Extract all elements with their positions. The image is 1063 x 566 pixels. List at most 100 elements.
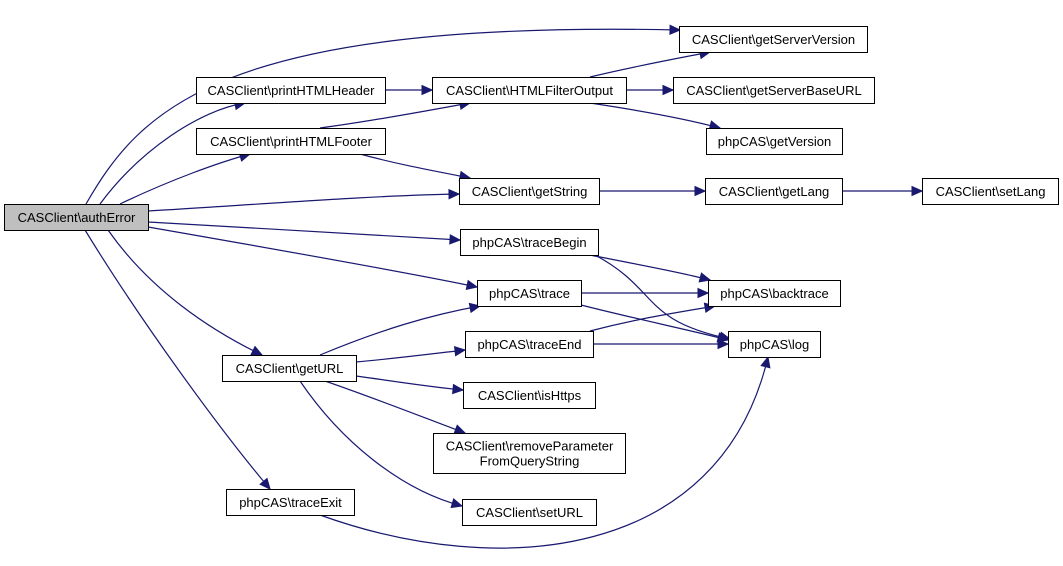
node-box[interactable]: [222, 355, 357, 382]
node-setURL[interactable]: CASClient\setURL: [462, 499, 597, 526]
node-label: CASClient\authError: [18, 210, 136, 225]
node-printHTMLHeader[interactable]: CASClient\printHTMLHeader: [196, 77, 386, 104]
node-label: phpCAS\log: [740, 337, 809, 352]
node-label: CASClient\HTMLFilterOutput: [446, 83, 613, 98]
node-printHTMLFooter[interactable]: CASClient\printHTMLFooter: [196, 128, 386, 155]
edge-getURL-to-isHttps: [355, 375, 465, 395]
node-box[interactable]: [705, 178, 843, 205]
edge-line: [85, 28, 681, 205]
node-box[interactable]: [708, 280, 841, 307]
edge-printHTMLFooter-to-getString: [359, 153, 472, 182]
node-authError[interactable]: CASClient\authError: [4, 204, 149, 231]
arrowhead-icon: [453, 424, 467, 435]
arrowhead-icon: [697, 287, 710, 299]
edge-authError-to-getString: [147, 188, 461, 212]
node-box[interactable]: [196, 128, 386, 155]
edge-line: [589, 254, 711, 281]
node-box[interactable]: [462, 499, 597, 526]
edge-line: [594, 254, 731, 340]
edge-traceEnd-to-log: [593, 338, 730, 350]
node-box[interactable]: [433, 433, 626, 474]
arrowhead-icon: [250, 345, 264, 356]
edge-getURL-to-setURL: [299, 380, 464, 509]
node-trace[interactable]: phpCAS\trace: [477, 280, 582, 307]
node-traceBegin[interactable]: phpCAS\traceBegin: [460, 229, 599, 256]
edge-HTMLFilterOutput-to-getVersion: [589, 102, 722, 131]
node-label: phpCAS\traceEnd: [477, 337, 581, 352]
nodes-layer: CASClient\authError CASClient\printHTMLHe…: [4, 26, 1059, 526]
edge-HTMLFilterOutput-to-getServerVersion: [589, 48, 712, 78]
node-label: CASClient\setLang: [936, 184, 1046, 199]
node-box[interactable]: [463, 382, 596, 409]
node-box[interactable]: [465, 331, 594, 358]
node-box[interactable]: [459, 178, 600, 205]
node-getLang[interactable]: CASClient\getLang: [705, 178, 843, 205]
node-label: CASClient\setURL: [476, 505, 583, 520]
node-box[interactable]: [673, 77, 875, 104]
arrowhead-icon: [760, 355, 771, 369]
node-traceEnd[interactable]: phpCAS\traceEnd: [465, 331, 594, 358]
node-log[interactable]: phpCAS\log: [728, 331, 821, 358]
arrowhead-icon: [669, 24, 682, 36]
edge-line: [107, 229, 263, 356]
arrowhead-icon: [448, 188, 461, 200]
edge-printHTMLFooter-to-HTMLFilterOutput: [319, 99, 472, 129]
node-box[interactable]: [728, 331, 821, 358]
node-isHttps[interactable]: CASClient\isHttps: [463, 382, 596, 409]
node-box[interactable]: [4, 204, 149, 231]
edge-line: [324, 380, 466, 434]
node-getVersion[interactable]: phpCAS\getVersion: [706, 128, 843, 155]
edge-line: [84, 229, 271, 490]
node-HTMLFilterOutput[interactable]: CASClient\HTMLFilterOutput: [432, 77, 627, 104]
node-box[interactable]: [226, 489, 355, 516]
arrowhead-icon: [450, 498, 464, 509]
edge-line: [359, 153, 471, 179]
node-label: CASClient\getServerBaseURL: [686, 83, 862, 98]
node-box[interactable]: [460, 229, 599, 256]
node-label: phpCAS\trace: [489, 286, 570, 301]
node-label: CASClient\isHttps: [478, 388, 582, 403]
node-label: CASClient\removeParameter: [446, 439, 614, 454]
node-label: CASClient\getLang: [719, 184, 830, 199]
edge-getURL-to-traceEnd: [355, 345, 467, 363]
node-label: CASClient\getServerVersion: [692, 32, 855, 47]
arrowhead-icon: [259, 477, 271, 490]
node-label: CASClient\printHTMLFooter: [210, 134, 372, 149]
edge-line: [299, 380, 463, 507]
edge-trace-to-backtrace: [581, 287, 710, 299]
arrowhead-icon: [452, 383, 465, 395]
node-box[interactable]: [706, 128, 843, 155]
node-getString[interactable]: CASClient\getString: [459, 178, 600, 205]
node-box[interactable]: [196, 77, 386, 104]
edge-line: [99, 102, 246, 205]
node-backtrace[interactable]: phpCAS\backtrace: [708, 280, 841, 307]
node-box[interactable]: [477, 280, 582, 307]
edge-line: [580, 304, 729, 341]
edge-trace-to-log: [580, 304, 730, 343]
node-getServerVersion[interactable]: CASClient\getServerVersion: [679, 26, 868, 53]
node-box[interactable]: [432, 77, 627, 104]
node-label: FromQueryString: [480, 454, 580, 469]
node-box[interactable]: [679, 26, 868, 53]
edge-getLang-to-setLang: [842, 185, 924, 197]
arrowhead-icon: [465, 279, 479, 291]
edges-layer: [84, 24, 924, 549]
node-getURL[interactable]: CASClient\getURL: [222, 355, 357, 382]
arrowhead-icon: [716, 332, 730, 343]
node-box[interactable]: [922, 178, 1059, 205]
edge-authError-to-getURL: [107, 229, 264, 356]
arrowhead-icon: [698, 272, 712, 283]
node-setLang[interactable]: CASClient\setLang: [922, 178, 1059, 205]
edge-line: [589, 305, 716, 332]
node-label: phpCAS\traceBegin: [472, 235, 586, 250]
edge-traceEnd-to-backtrace: [589, 302, 717, 332]
edge-line: [319, 102, 471, 129]
node-getServerBaseURL[interactable]: CASClient\getServerBaseURL: [673, 77, 875, 104]
edge-authError-to-traceExit: [84, 229, 271, 490]
node-traceExit[interactable]: phpCAS\traceExit: [226, 489, 355, 516]
arrowhead-icon: [717, 338, 730, 350]
edge-line: [119, 153, 251, 205]
node-label: CASClient\printHTMLHeader: [208, 83, 376, 98]
edge-printHTMLHeader-to-HTMLFilterOutput: [385, 84, 434, 96]
